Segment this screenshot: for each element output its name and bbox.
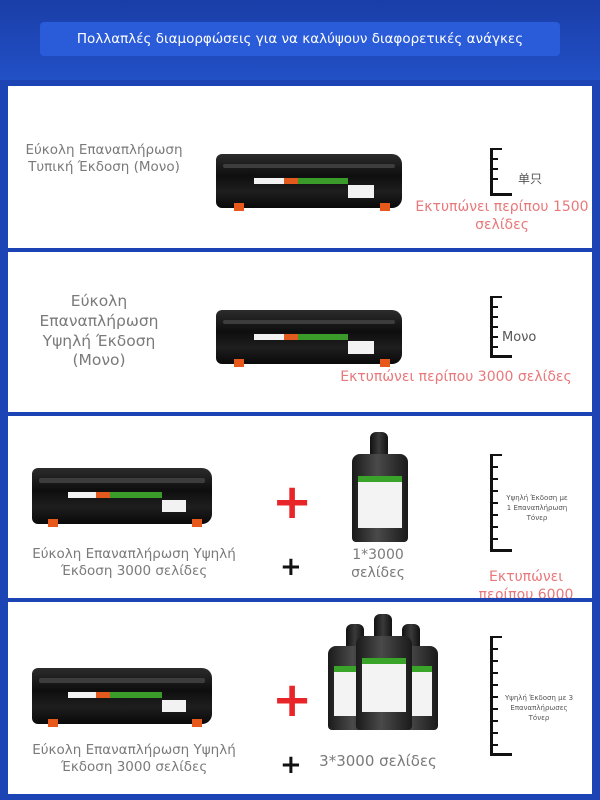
toner-cartridge-image xyxy=(216,310,402,367)
page-yield: Εκτυπώνει περίπου 6000 σελίδες xyxy=(478,569,574,598)
option-high-plus-three-refills: Εύκολη Επαναπλήρωση Υψηλή Έκδοση 3000 σε… xyxy=(8,602,592,794)
capacity-ruler xyxy=(490,148,516,196)
option-name: Εύκολη Επαναπλήρωση Υψηλή Έκδοση 3000 σε… xyxy=(32,742,236,776)
option-name: Εύκολη Επαναπλήρωση Υψηλή Έκδοση (Μονο) xyxy=(39,292,159,370)
capacity-label: Υψηλή Έκδοση με 1 Επαναπλήρωση Τόνερ xyxy=(506,494,568,522)
option-name: Εύκολη Επαναπλήρωση Τυπική Έκδοση (Μονο) xyxy=(25,142,183,176)
option-standard-single: Εύκολη Επαναπλήρωση Τυπική Έκδοση (Μονο)… xyxy=(8,86,592,248)
option-high-single: Εύκολη Επαναπλήρωση Υψηλή Έκδοση (Μονο) … xyxy=(8,252,592,412)
capacity-ruler xyxy=(490,636,516,756)
toner-cartridge-image xyxy=(32,668,212,727)
plus-icon: + xyxy=(272,474,313,530)
capacity-ruler xyxy=(490,296,516,358)
page-yield: Εκτυπώνει περίπου 1500 σελίδες xyxy=(415,199,589,234)
plus-icon: + xyxy=(272,672,313,728)
capacity-label: 单只 xyxy=(518,172,543,186)
plus-icon: + xyxy=(280,552,302,582)
header-banner: Πολλαπλές διαμορφώσεις για να καλύψουν δ… xyxy=(0,0,600,80)
toner-cartridge-image xyxy=(32,468,212,527)
toner-cartridge-image xyxy=(216,154,402,211)
capacity-label: Υψηλή Έκδοση με 3 Επαναπλήρωσες Τόνερ xyxy=(504,694,574,722)
capacity-ruler xyxy=(490,454,516,552)
option-high-plus-one-refill: Εύκολη Επαναπλήρωση Υψηλή Έκδοση 3000 σε… xyxy=(8,416,592,598)
refill-bottle-text: 1*3000 σελίδες xyxy=(351,547,405,582)
toner-bottle-image xyxy=(348,432,412,542)
toner-bottle-image xyxy=(352,614,416,730)
page-yield: Εκτυπώνει περίπου 3000 σελίδες xyxy=(340,369,572,385)
page-title: Πολλαπλές διαμορφώσεις για να καλύψουν δ… xyxy=(40,22,560,56)
option-name: Εύκολη Επαναπλήρωση Υψηλή Έκδοση 3000 σε… xyxy=(32,546,236,580)
capacity-label: Μονο xyxy=(502,330,537,345)
plus-icon: + xyxy=(280,750,302,780)
refill-bottle-text: 3*3000 σελίδες xyxy=(319,752,437,770)
